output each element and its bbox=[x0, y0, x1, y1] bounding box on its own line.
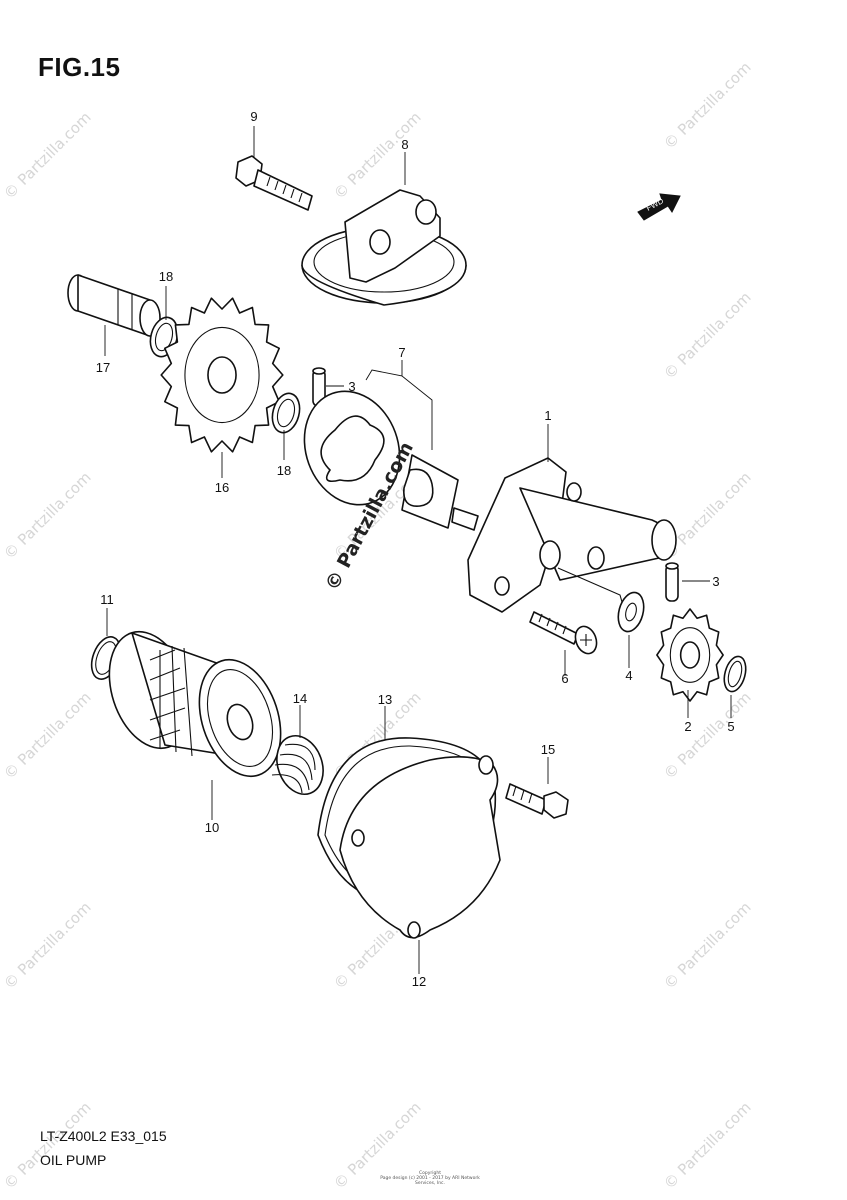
part-8-pump-cover-cap[interactable] bbox=[301, 189, 467, 306]
callout-13: 13 bbox=[378, 692, 392, 707]
callout-16: 16 bbox=[215, 480, 229, 495]
model-code: LT-Z400L2 E33_015 bbox=[40, 1128, 167, 1144]
callout-7: 7 bbox=[398, 345, 405, 360]
callout-9: 9 bbox=[250, 109, 257, 124]
callout-2: 2 bbox=[684, 719, 691, 734]
callout-11: 11 bbox=[100, 592, 114, 607]
watermark-text: © Partzilla.com bbox=[660, 688, 755, 783]
callout-3-upper: 3 bbox=[348, 379, 355, 394]
part-15-bolt[interactable] bbox=[505, 783, 569, 819]
part-1-oil-pump-body[interactable] bbox=[451, 457, 677, 613]
watermark-text: © Partzilla.com bbox=[0, 898, 95, 993]
part-9-bolt[interactable] bbox=[235, 155, 313, 211]
part-16-driven-gear[interactable] bbox=[160, 297, 284, 453]
part-7-rotor-set[interactable] bbox=[289, 378, 459, 529]
leader-lines bbox=[104, 126, 732, 974]
watermark-text: © Partzilla.com bbox=[660, 58, 755, 153]
callout-1: 1 bbox=[544, 408, 551, 423]
diagram-caption: OIL PUMP bbox=[40, 1152, 107, 1168]
part-3-dowel-pin-right[interactable] bbox=[665, 562, 679, 602]
callout-6: 6 bbox=[561, 671, 568, 686]
callout-3-right: 3 bbox=[712, 574, 719, 589]
figure-title: FIG.15 bbox=[38, 52, 121, 82]
callout-18-upper: 18 bbox=[159, 269, 173, 284]
copyright-notice: Copyright Page design (c) 2001 - 2017 by… bbox=[380, 1171, 480, 1186]
watermark-text: © Partzilla.com bbox=[660, 288, 755, 383]
callout-14: 14 bbox=[293, 691, 307, 706]
part-17-pump-shaft[interactable] bbox=[67, 274, 161, 337]
part-18-circlip-lower[interactable] bbox=[268, 390, 303, 435]
part-4-washer[interactable] bbox=[614, 590, 648, 635]
watermark-text: © Partzilla.com bbox=[660, 1098, 755, 1193]
callout-12: 12 bbox=[412, 974, 426, 989]
part-14-spring[interactable] bbox=[269, 729, 331, 800]
callout-18-lower: 18 bbox=[277, 463, 291, 478]
callout-10: 10 bbox=[205, 820, 219, 835]
part-2-drive-gear[interactable] bbox=[656, 608, 724, 702]
callout-5: 5 bbox=[727, 719, 734, 734]
callout-4: 4 bbox=[625, 668, 632, 683]
watermark-text: © Partzilla.com bbox=[330, 108, 425, 203]
part-3-dowel-pin-upper[interactable] bbox=[312, 367, 326, 407]
part-5-circlip[interactable] bbox=[721, 654, 750, 694]
callout-15: 15 bbox=[541, 742, 555, 757]
watermark-text: © Partzilla.com bbox=[0, 688, 95, 783]
watermark-text: © Partzilla.com bbox=[0, 468, 95, 563]
callout-17: 17 bbox=[96, 360, 110, 375]
watermark-text: © Partzilla.com bbox=[0, 1098, 95, 1193]
part-12-filter-cap[interactable] bbox=[339, 755, 501, 939]
callout-8: 8 bbox=[401, 137, 408, 152]
fwd-direction-arrow: FWD bbox=[637, 193, 681, 221]
watermark-text: © Partzilla.com bbox=[660, 898, 755, 993]
callout-labels: 9 8 18 17 16 18 3 7 1 3 6 4 2 5 11 14 13… bbox=[96, 109, 735, 989]
part-10-oil-filter[interactable] bbox=[95, 621, 294, 787]
watermark-text: © Partzilla.com bbox=[0, 108, 95, 203]
part-6-screw[interactable] bbox=[529, 611, 600, 657]
